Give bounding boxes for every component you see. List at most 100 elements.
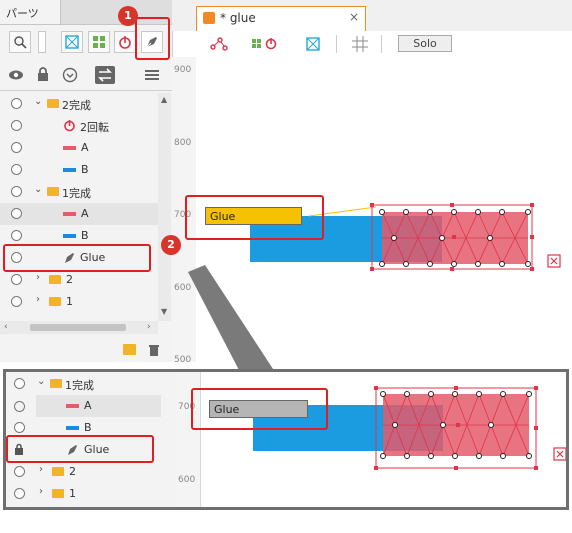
visibility-toggle[interactable] [11,274,22,285]
tab-parts[interactable]: パーツ [0,0,61,24]
folder-icon [52,467,64,476]
chevron-down-icon[interactable]: ⌄ [34,96,43,107]
layer-row[interactable]: B [0,225,158,247]
layer-label: 1完成 [62,187,91,200]
layer-row[interactable]: › 2 [0,269,158,291]
chevron-left-icon[interactable]: ‹ [4,322,8,332]
folder-icon [49,275,61,284]
visibility-toggle[interactable] [11,120,22,131]
zoom-detail-frame: ⌄ 1完成 A B Glue › 2 › 1 [3,369,569,510]
slider-handle[interactable] [38,31,46,53]
layer-row[interactable]: › 1 [6,483,164,505]
visibility-toggle[interactable] [11,142,22,153]
new-folder-icon[interactable] [123,344,136,355]
swap-button[interactable] [95,66,115,84]
canvas-artwork [250,203,561,271]
visibility-toggle[interactable] [14,401,25,412]
glue-handle-locked[interactable]: Glue [209,400,308,418]
ruler-tick: 900 [174,65,192,75]
folder-open-icon [47,187,59,196]
warp-tool-button[interactable] [88,31,110,53]
divider [0,90,172,91]
layer-row[interactable]: A [0,203,158,225]
glue-tool-button[interactable] [141,31,163,53]
visibility-toggle[interactable] [11,296,22,307]
visibility-toggle[interactable] [14,378,25,389]
chevron-right-icon[interactable]: › [36,272,40,283]
model-file-icon [203,12,215,24]
layer-row[interactable]: ⌄ 2完成 [0,93,158,115]
visibility-toggle[interactable] [11,98,22,109]
warp-rotation-icon[interactable] [250,36,280,52]
chevron-down-icon[interactable]: ▼ [161,307,168,316]
glue-label: Glue [214,403,240,416]
visibility-toggle[interactable] [14,488,25,499]
folder-open-icon [47,99,59,108]
close-icon[interactable]: × [349,10,360,24]
artmesh-red-icon [63,146,76,150]
layer-row[interactable]: B [0,159,158,181]
layer-row-glue[interactable]: Glue [6,439,164,461]
tab-title: * glue [220,11,256,25]
chevron-up-icon[interactable]: ▲ [161,95,168,104]
layer-row[interactable]: › 1 [0,291,158,313]
layer-label: Glue [84,443,110,456]
canvas-toolbar: Solo [196,31,572,58]
visibility-toggle[interactable] [11,164,22,175]
mesh-icon[interactable] [304,35,322,53]
layer-row[interactable]: ⌄ 1完成 [0,181,158,203]
visibility-toggle[interactable] [14,422,25,433]
artmesh-blue-icon [63,168,76,172]
layer-row[interactable]: B [6,417,164,439]
horizontal-scrollbar[interactable]: ‹ › [0,321,158,334]
artmesh-red-icon [66,404,79,408]
callout-glue-layer-locked [6,435,154,463]
ruler-tick: 700 [174,210,192,220]
visibility-toggle[interactable] [11,230,22,241]
layer-row[interactable]: A [0,137,158,159]
chevron-right-icon[interactable]: › [36,294,40,305]
step-badge-1: 1 [118,6,138,26]
chevron-down-icon[interactable] [62,67,78,83]
glue-handle-active[interactable]: Glue [205,207,302,225]
rotation-tool-button[interactable] [114,31,136,53]
lock-icon[interactable] [14,443,24,455]
mesh-tool-button[interactable] [61,31,83,53]
layer-row[interactable]: A [36,395,161,417]
zoom-ruler: 700 600 [176,372,201,507]
tab-glue-document[interactable]: * glue × [196,6,366,31]
chevron-right-icon[interactable]: › [39,464,43,475]
chevron-right-icon[interactable]: › [39,486,43,497]
chevron-right-icon[interactable]: › [147,322,151,332]
visibility-toggle[interactable] [11,186,22,197]
eye-icon[interactable] [8,68,24,82]
layer-row[interactable]: ⌄ 1完成 [6,373,164,395]
vertical-scrollbar[interactable]: ▲ ▼ [158,93,171,321]
select-tool-button[interactable] [9,31,31,53]
scroll-thumb[interactable] [30,324,126,331]
solo-button[interactable]: Solo [398,35,452,52]
visibility-toggle[interactable] [14,466,25,477]
chevron-down-icon[interactable]: ⌄ [34,184,43,195]
pen-icon [65,253,74,263]
artmesh-blue-icon [66,426,79,430]
layer-row-glue[interactable]: Glue [0,247,158,269]
visibility-toggle[interactable] [11,252,22,263]
visibility-toggle[interactable] [11,208,22,219]
chevron-down-icon[interactable]: ⌄ [37,376,46,387]
menu-icon[interactable] [145,69,159,81]
artmesh-red-icon [63,212,76,216]
pen-icon [68,445,77,455]
layer-row[interactable]: 2回転 [0,115,158,137]
deformer-path-icon[interactable] [210,36,228,52]
trash-icon[interactable] [148,343,160,356]
callout-glue-layer [3,244,151,272]
grid-icon[interactable] [351,35,369,53]
callout-glue-handle [185,195,324,240]
lock-icon[interactable] [36,66,50,82]
ruler-tick: 500 [174,355,192,365]
folder-icon [49,297,61,306]
tab-parts-label: パーツ [6,7,39,20]
layer-row[interactable]: › 2 [6,461,164,483]
